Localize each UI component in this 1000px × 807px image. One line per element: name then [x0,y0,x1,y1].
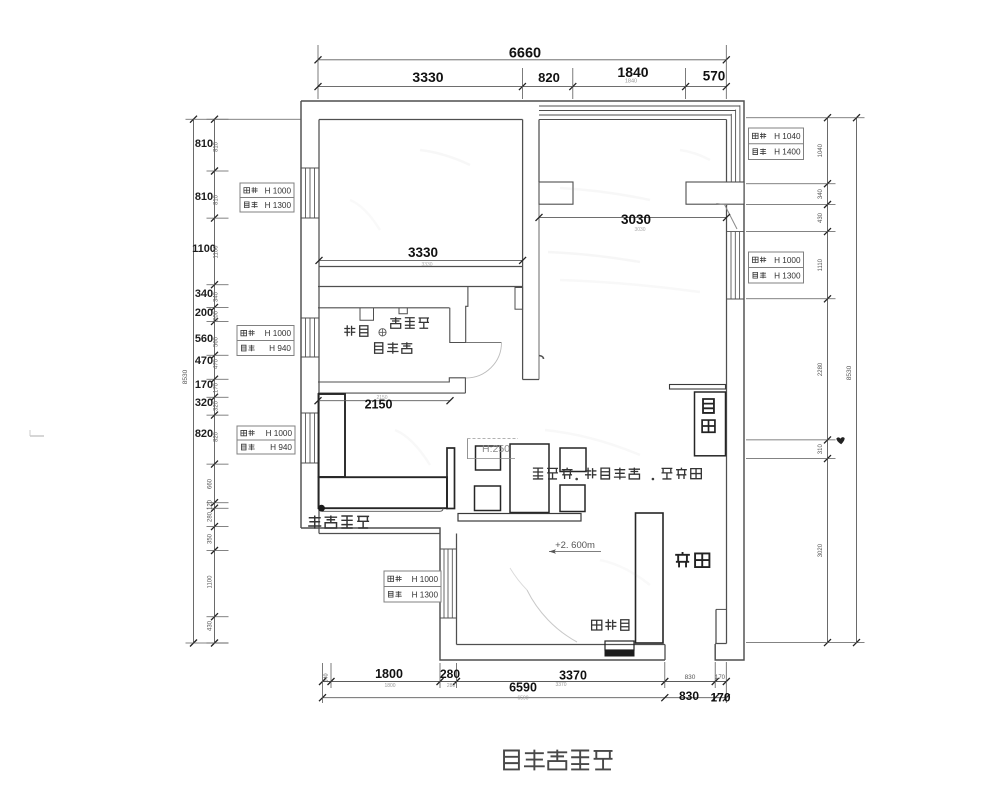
svg-text:340: 340 [214,291,220,302]
svg-text:570: 570 [703,69,726,84]
svg-text:1110: 1110 [818,258,824,271]
svg-text:3030: 3030 [634,227,645,233]
svg-text:6660: 6660 [509,46,541,62]
svg-text:280: 280 [208,511,214,522]
svg-text:200: 200 [195,307,213,319]
svg-text:810: 810 [214,194,220,205]
svg-text:820: 820 [214,431,220,442]
svg-text:200: 200 [214,310,220,321]
svg-text:170: 170 [710,691,730,705]
svg-text:H 1000: H 1000 [412,575,439,584]
svg-text:280: 280 [440,667,460,681]
svg-text:6590: 6590 [509,681,537,695]
svg-text:830: 830 [685,674,696,681]
svg-text:470: 470 [214,358,220,369]
svg-text:3370: 3370 [559,669,587,683]
svg-text:820: 820 [538,70,560,85]
svg-text:1100: 1100 [192,243,216,255]
svg-text:170: 170 [214,382,220,393]
svg-text:H 1000: H 1000 [265,329,292,338]
svg-text:H 1040: H 1040 [774,132,801,141]
svg-text:H:250: H:250 [482,443,510,455]
svg-text:320: 320 [214,400,220,411]
svg-text:H 1000: H 1000 [774,256,801,265]
svg-text:170: 170 [195,379,213,391]
svg-text:+2. 600m: +2. 600m [555,540,595,551]
svg-text:H 1300: H 1300 [412,590,439,599]
svg-text:120: 120 [208,499,214,510]
svg-text:1840: 1840 [625,79,637,85]
svg-text:310: 310 [818,444,824,455]
svg-text:H 940: H 940 [270,443,292,452]
svg-text:560: 560 [195,333,213,345]
svg-text:H 1000: H 1000 [266,429,293,438]
svg-text:430: 430 [818,212,824,223]
svg-text:3330: 3330 [412,69,443,85]
svg-text:430: 430 [208,620,214,631]
svg-text:H 1300: H 1300 [774,271,801,280]
svg-text:3330: 3330 [421,262,432,268]
svg-text:830: 830 [679,689,699,703]
svg-text:140: 140 [324,673,330,682]
svg-text:H 1300: H 1300 [265,201,292,210]
svg-text:1800: 1800 [384,683,395,689]
svg-text:470: 470 [195,355,213,367]
svg-text:340: 340 [818,188,824,199]
svg-text:8530: 8530 [846,365,853,380]
svg-text:3330: 3330 [408,245,438,260]
svg-text:H 1400: H 1400 [774,148,801,157]
svg-text:810: 810 [214,141,220,152]
svg-text:2280: 2280 [818,362,824,376]
svg-text:280: 280 [447,683,456,689]
svg-text:3370: 3370 [555,682,566,688]
svg-text:2150: 2150 [376,395,387,401]
svg-text:810: 810 [195,191,213,203]
svg-text:8530: 8530 [182,369,189,384]
svg-text:820: 820 [195,428,213,440]
svg-text:1100: 1100 [208,575,214,589]
svg-text:320: 320 [195,397,213,409]
svg-text:1840: 1840 [617,64,648,80]
svg-text:1800: 1800 [375,667,403,681]
svg-text:660: 660 [208,478,214,489]
svg-text:170: 170 [715,675,726,681]
svg-text:H 1000: H 1000 [265,186,292,195]
svg-text:2150: 2150 [365,398,393,412]
svg-text:1100: 1100 [214,245,220,259]
svg-text:H 940: H 940 [269,344,291,353]
svg-text:810: 810 [195,138,213,150]
svg-text:350: 350 [208,533,214,544]
svg-text:3030: 3030 [621,212,651,227]
svg-text:3020: 3020 [818,543,824,557]
svg-text:6590: 6590 [517,696,528,702]
svg-text:340: 340 [195,288,213,300]
svg-text:560: 560 [214,336,220,347]
svg-text:1040: 1040 [818,143,824,157]
